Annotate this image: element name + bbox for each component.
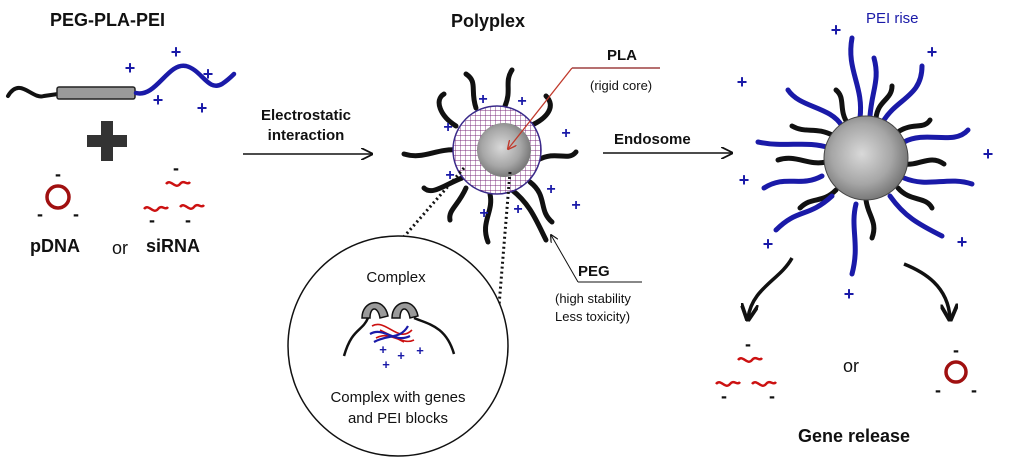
charge-plus: + <box>831 20 842 40</box>
charge-minus: - <box>37 204 43 224</box>
peg-label: PEG <box>578 263 610 280</box>
zoom-line-right <box>495 171 512 331</box>
charge-minus: - <box>953 340 959 360</box>
charge-plus: + <box>983 144 994 164</box>
or-label-right: or <box>843 356 859 376</box>
pla-block <box>56 86 136 100</box>
charge-minus: - <box>173 158 179 178</box>
charge-plus: + <box>171 42 182 62</box>
peg-chain <box>6 86 60 99</box>
peg-callout-arrow <box>551 235 579 283</box>
peg-note-line2: Less toxicity) <box>555 309 630 324</box>
charge-plus: + <box>382 357 390 372</box>
pei-chain <box>133 63 237 96</box>
charge-plus: + <box>927 42 938 62</box>
peg-note-line1: (high stability <box>555 291 631 306</box>
or-label: or <box>112 238 128 258</box>
charge-plus: + <box>737 72 748 92</box>
charge-plus: + <box>443 119 452 136</box>
charge-plus: + <box>479 205 488 222</box>
charge-plus: + <box>153 90 164 110</box>
released-polyplex <box>755 35 975 277</box>
pdna-label: pDNA <box>30 236 80 256</box>
charge-minus: - <box>745 334 751 354</box>
charge-plus: + <box>517 93 526 110</box>
charge-plus: + <box>561 125 570 142</box>
inset-caption-line2: and PEI blocks <box>348 410 448 427</box>
step-label-endosome: Endosome <box>614 131 691 148</box>
charge-plus: + <box>416 343 424 358</box>
released-sirna-icon <box>715 356 777 387</box>
release-arrow-right <box>903 262 950 318</box>
released-pdna-icon <box>944 360 968 384</box>
gene-release-caption: Gene release <box>798 426 910 446</box>
plus-cross-icon <box>87 121 127 161</box>
pla-note: (rigid core) <box>590 78 652 93</box>
sirna-label: siRNA <box>146 236 200 256</box>
release-arrow-left <box>748 257 794 318</box>
complex-inset <box>287 235 509 457</box>
charge-plus: + <box>546 181 555 198</box>
polyplex-title: Polyplex <box>451 11 525 31</box>
step-label-interaction: interaction <box>268 127 345 144</box>
charge-minus: - <box>971 380 977 400</box>
pla-label: PLA <box>607 47 637 64</box>
charge-plus: + <box>445 167 454 184</box>
charge-minus: - <box>55 164 61 184</box>
charge-minus: - <box>935 380 941 400</box>
complex-icon <box>342 302 456 357</box>
charge-plus: + <box>125 58 136 78</box>
sirna-icon <box>143 180 205 212</box>
pdna-icon <box>45 184 71 210</box>
pla-callout-arrow <box>508 67 573 149</box>
charge-plus: + <box>379 342 387 357</box>
charge-plus: + <box>513 201 522 218</box>
charge-plus: + <box>571 197 580 214</box>
charge-minus: - <box>73 204 79 224</box>
charge-plus: + <box>739 170 750 190</box>
charge-minus: - <box>149 210 155 230</box>
copolymer-title: PEG-PLA-PEI <box>50 10 165 30</box>
step-label-electrostatic: Electrostatic <box>261 107 351 124</box>
charge-plus: + <box>197 98 208 118</box>
inset-caption-line1: Complex with genes <box>330 389 465 406</box>
charge-minus: - <box>769 386 775 406</box>
charge-plus: + <box>957 232 968 252</box>
charge-plus: + <box>844 284 855 304</box>
charge-plus: + <box>478 91 487 108</box>
charge-plus: + <box>397 348 405 363</box>
charge-plus: + <box>203 64 214 84</box>
charge-minus: - <box>721 386 727 406</box>
charge-plus: + <box>763 234 774 254</box>
charge-minus: - <box>185 210 191 230</box>
inset-title: Complex <box>366 269 426 286</box>
pei-rise-note: PEI rise <box>866 10 919 27</box>
